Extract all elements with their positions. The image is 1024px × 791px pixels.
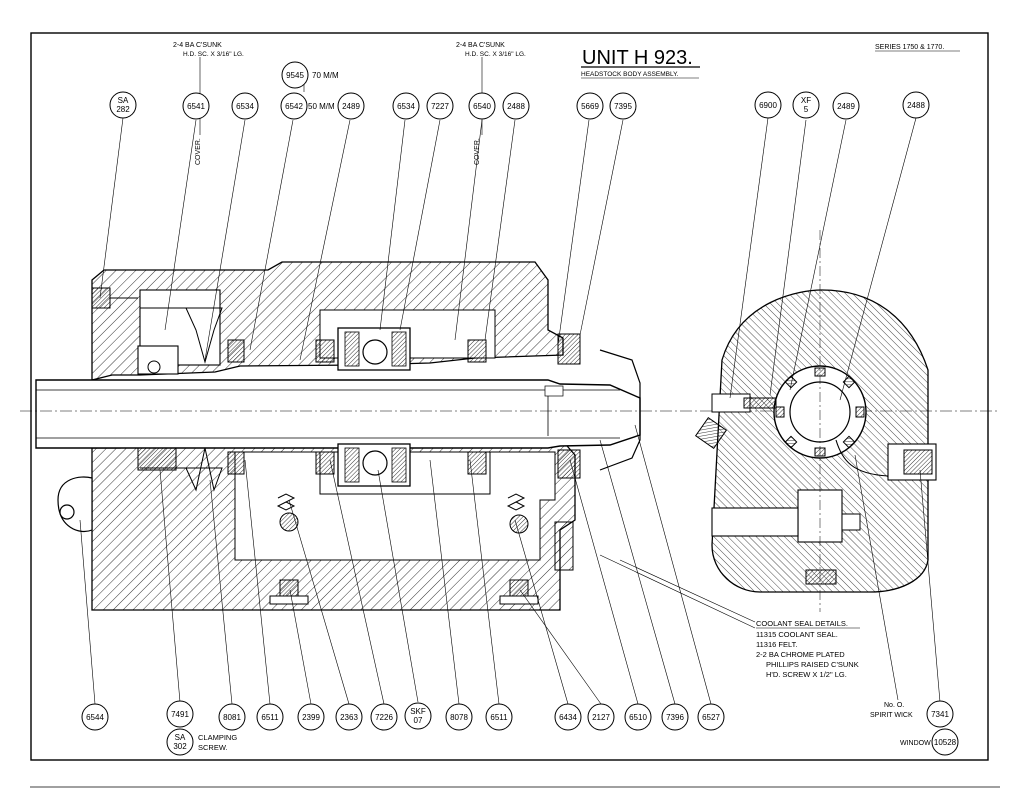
bubble-7395: 7395 [609,92,637,120]
bubble-9545: 9545 [281,61,309,89]
svg-text:2363: 2363 [340,713,358,722]
bubble-8078: 8078 [445,703,473,731]
bubble-6527: 6527 [697,703,725,731]
coolant-seal-title: COOLANT SEAL DETAILS. [756,619,848,628]
bubble-2488-a: 2488 [502,92,530,120]
bubble-skf-07: SKF 07 [404,702,432,730]
svg-text:2488: 2488 [907,101,925,110]
coolant-note-3: 2-2 BA CHROME PLATED [756,650,845,659]
bubble-8081: 8081 [218,703,246,731]
spirit-wick-line1: No. O. [884,702,904,709]
screw-note-left-line1: 2-4 BA C'SUNK [173,42,222,49]
bubble-6544: 6544 [81,703,109,731]
svg-text:7395: 7395 [614,102,632,111]
bubble-sa-302: SA 302 [166,728,194,756]
cover-label-left: COVER. [195,138,202,165]
svg-text:10528: 10528 [934,738,957,747]
bubble-6511-a: 6511 [256,703,284,731]
bubble-6534-b: 6534 [392,92,420,120]
svg-text:2489: 2489 [837,102,855,111]
spirit-wick-line2: SPIRIT WICK [870,712,913,719]
bubble-10528: 10528 [931,728,959,756]
bubble-2489-b: 2489 [832,92,860,120]
svg-text:6510: 6510 [629,713,647,722]
bubble-2363: 2363 [335,703,363,731]
bubble-7491: 7491 [166,700,194,728]
bubble-6540: 6540 [468,92,496,120]
svg-text:7341: 7341 [931,710,949,719]
svg-text:6511: 6511 [261,713,279,722]
svg-text:7227: 7227 [431,102,449,111]
svg-text:8081: 8081 [223,713,241,722]
screw-note-left-line2: H.D. SC. X 3/16" LG. [183,51,244,58]
bubble-sa-282: SA 282 [109,91,137,119]
svg-text:7491: 7491 [171,710,189,719]
svg-text:9545: 9545 [286,71,304,80]
svg-text:6534: 6534 [397,102,415,111]
bubble-7341: 7341 [926,700,954,728]
dim-70mm: 70 M/M [312,71,339,80]
bubble-6434: 6434 [554,703,582,731]
coolant-note-4: PHILLIPS RAISED C'SUNK [766,660,859,669]
bubble-2489-a: 2489 [337,92,365,120]
svg-text:6511: 6511 [490,713,508,722]
bubble-2399: 2399 [297,703,325,731]
bubble-6534-a: 6534 [231,92,259,120]
bubble-7227: 7227 [426,92,454,120]
coolant-note-2: 11316 FELT. [756,640,797,649]
end-section [694,230,937,612]
svg-text:SKF: SKF [410,707,426,716]
bubble-6510: 6510 [624,703,652,731]
svg-text:2399: 2399 [302,713,320,722]
svg-text:8078: 8078 [450,713,468,722]
bubble-6542: 6542 [280,92,308,120]
svg-text:6542: 6542 [285,102,303,111]
svg-text:282: 282 [116,105,130,114]
cover-label-right: COVER. [474,138,481,165]
svg-text:5669: 5669 [581,102,599,111]
bubble-7226: 7226 [370,703,398,731]
clamping-note-line1: CLAMPING [198,733,237,742]
screw-note-right-line2: H.D. SC. X 3/16" LG. [465,51,526,58]
series-note: SERIES 1750 & 1770. [875,44,944,51]
bubble-7396: 7396 [661,703,689,731]
svg-text:2488: 2488 [507,102,525,111]
bubble-2127: 2127 [587,703,615,731]
bubble-5669: 5669 [576,92,604,120]
coolant-note-5: H'D. SCREW X 1/2" LG. [766,670,847,679]
bubble-6900: 6900 [754,91,782,119]
drawing-title: UNIT H 923. [582,47,693,69]
svg-text:302: 302 [173,742,187,751]
svg-text:6544: 6544 [86,713,104,722]
bubble-6541: 6541 [182,92,210,120]
svg-text:6540: 6540 [473,102,491,111]
svg-text:5: 5 [804,105,809,114]
svg-text:SA: SA [175,733,186,742]
svg-text:6527: 6527 [702,713,720,722]
svg-text:XF: XF [801,96,811,105]
drawing-subtitle: HEADSTOCK BODY ASSEMBLY. [581,71,679,78]
headstock-section [20,261,1000,611]
coolant-note-1: 11315 COOLANT SEAL. [756,630,838,639]
clamping-note-line2: SCREW. [198,743,228,752]
svg-text:07: 07 [414,716,423,725]
svg-text:6541: 6541 [187,102,205,111]
bubble-xf-5: XF 5 [792,91,820,119]
screw-note-right-line1: 2-4 BA C'SUNK [456,42,505,49]
svg-text:7396: 7396 [666,713,684,722]
svg-text:6534: 6534 [236,102,254,111]
bubble-2488-b: 2488 [902,91,930,119]
svg-text:2489: 2489 [342,102,360,111]
svg-text:SA: SA [118,96,129,105]
drawing-border [30,32,989,761]
window-label: WINDOW [900,740,931,747]
leader-lines [79,82,941,705]
svg-text:6434: 6434 [559,713,577,722]
bubble-6511-b: 6511 [485,703,513,731]
svg-text:2127: 2127 [592,713,610,722]
svg-text:6900: 6900 [759,101,777,110]
svg-text:7226: 7226 [375,713,393,722]
dim-50mm: 50 M/M [308,102,335,111]
